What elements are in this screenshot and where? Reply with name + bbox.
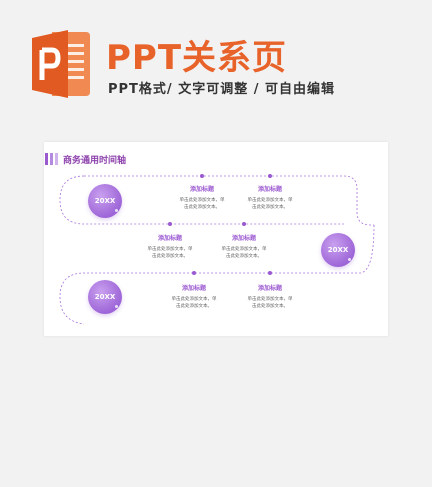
node-title: 添加标题 bbox=[157, 235, 182, 242]
node-title: 添加标题 bbox=[181, 285, 206, 292]
year-label: 20XX bbox=[94, 293, 116, 301]
node-title: 添加标题 bbox=[189, 186, 214, 193]
node-title: 添加标题 bbox=[231, 235, 256, 242]
timeline-node[interactable]: 添加标题 单击此处添加文本，单击此处添加文本。 bbox=[235, 184, 305, 211]
node-title: 添加标题 bbox=[257, 285, 282, 292]
timeline-node[interactable]: 添加标题 单击此处添加文本，单击此处添加文本。 bbox=[235, 283, 305, 310]
slide-header: 商务通用时间轴 bbox=[44, 152, 126, 166]
slide-preview[interactable]: 商务通用时间轴 20XX 20XX 20XX 添加标题 单击此处添加文本，单击此… bbox=[44, 142, 388, 336]
node-desc: 单击此处添加文本，单击此处添加文本。 bbox=[179, 198, 225, 210]
node-desc: 单击此处添加文本，单击此处添加文本。 bbox=[247, 297, 293, 309]
page-header: PPT关系页 PPT格式/ 文字可调整 / 可自由编辑 bbox=[0, 0, 432, 110]
node-desc: 单击此处添加文本，单击此处添加文本。 bbox=[247, 198, 293, 210]
slide-title: 商务通用时间轴 bbox=[63, 155, 127, 166]
node-desc: 单击此处添加文本，单击此处添加文本。 bbox=[171, 297, 217, 309]
timeline-node[interactable]: 添加标题 单击此处添加文本，单击此处添加文本。 bbox=[135, 233, 205, 260]
timeline-node[interactable]: 添加标题 单击此处添加文本，单击此处添加文本。 bbox=[167, 184, 237, 211]
page-title: PPT关系页 bbox=[106, 38, 288, 78]
title-bars-icon bbox=[45, 153, 58, 165]
year-circle: 20XX bbox=[88, 280, 122, 314]
node-title: 添加标题 bbox=[257, 186, 282, 193]
year-circle: 20XX bbox=[88, 184, 122, 218]
timeline-node[interactable]: 添加标题 单击此处添加文本，单击此处添加文本。 bbox=[159, 283, 229, 310]
powerpoint-logo-icon bbox=[32, 30, 90, 98]
page-subtitle: PPT格式/ 文字可调整 / 可自由编辑 bbox=[108, 82, 335, 97]
timeline-node[interactable]: 添加标题 单击此处添加文本，单击此处添加文本。 bbox=[209, 233, 279, 260]
year-label: 20XX bbox=[327, 246, 349, 254]
timeline-path bbox=[59, 174, 375, 325]
year-label: 20XX bbox=[94, 197, 116, 205]
node-desc: 单击此处添加文本，单击此处添加文本。 bbox=[221, 247, 267, 259]
node-desc: 单击此处添加文本，单击此处添加文本。 bbox=[147, 247, 193, 259]
year-circle: 20XX bbox=[321, 233, 355, 267]
